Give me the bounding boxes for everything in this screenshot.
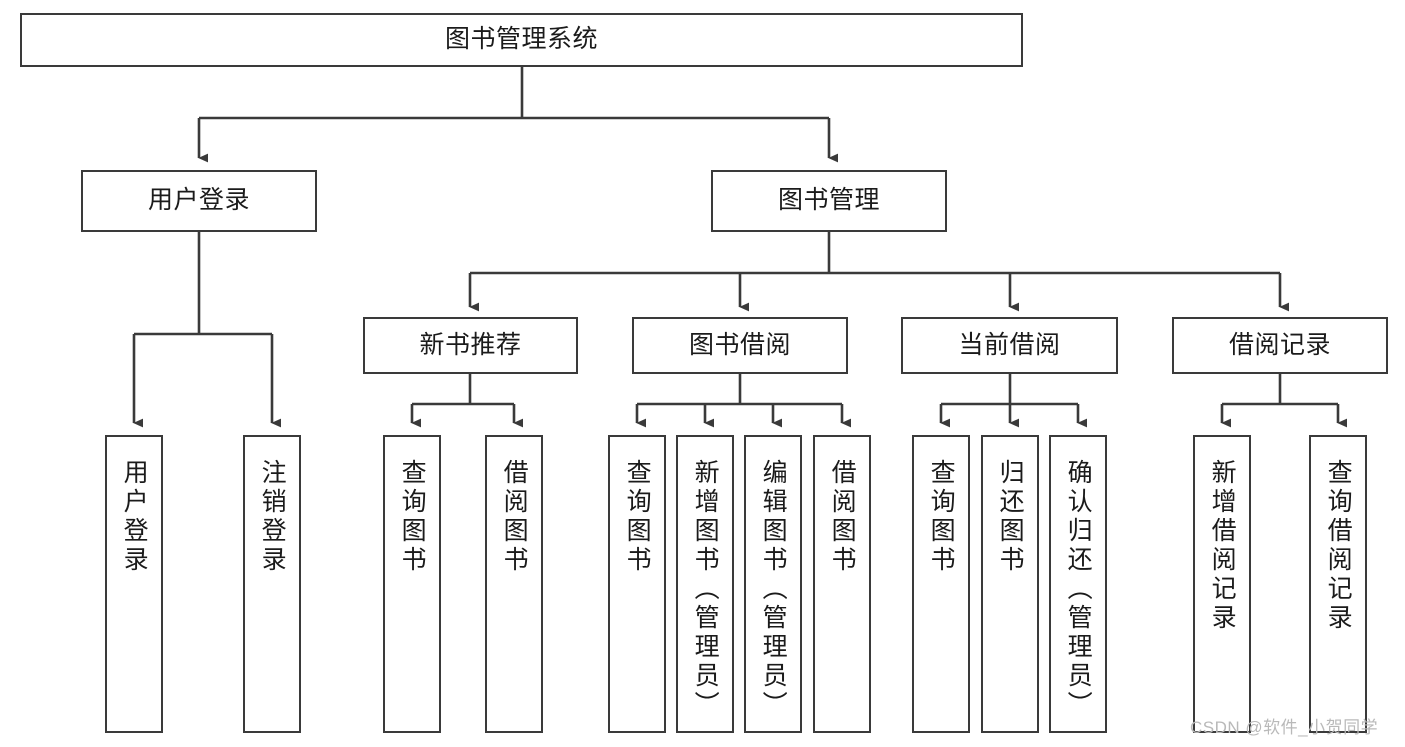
leaf-book-borrow-query-book[interactable]: 查询图书 [608,435,666,733]
node-label: 归还图书 [996,459,1025,575]
leaf-book-borrow-edit-book-admin[interactable]: 编辑图书（管理员） [744,435,802,733]
node-label: 编辑图书（管理员） [759,459,788,720]
node-label: 查询图书 [398,459,427,575]
leaf-new-book-borrow-book[interactable]: 借阅图书 [485,435,543,733]
leaf-current-borrow-confirm-return-admin[interactable]: 确认归还（管理员） [1049,435,1107,733]
leaf-book-borrow-borrow-book[interactable]: 借阅图书 [813,435,871,733]
leaf-user-login-login[interactable]: 用户登录 [105,435,163,733]
node-book-management[interactable]: 图书管理 [711,170,947,232]
node-label: 用户登录 [147,186,250,215]
node-label: 新增借阅记录 [1208,459,1237,633]
node-label: 查询图书 [927,459,956,575]
leaf-borrow-record-add-record[interactable]: 新增借阅记录 [1193,435,1251,733]
node-borrow-record[interactable]: 借阅记录 [1172,317,1388,374]
node-user-login[interactable]: 用户登录 [81,170,317,232]
node-root-book-management-system[interactable]: 图书管理系统 [20,13,1023,67]
node-label: 新书推荐 [419,330,522,359]
node-label: 用户登录 [120,459,149,575]
node-book-borrow[interactable]: 图书借阅 [632,317,848,374]
node-label: 查询借阅记录 [1324,459,1353,633]
node-label: 借阅图书 [500,459,529,575]
node-current-borrow[interactable]: 当前借阅 [901,317,1118,374]
node-label: 图书管理系统 [444,25,598,54]
node-label: 图书管理 [777,186,880,215]
node-label: 新增图书（管理员） [691,459,720,720]
node-label: 当前借阅 [958,330,1061,359]
leaf-current-borrow-return-book[interactable]: 归还图书 [981,435,1039,733]
leaf-borrow-record-query-record[interactable]: 查询借阅记录 [1309,435,1367,733]
leaf-book-borrow-add-book-admin[interactable]: 新增图书（管理员） [676,435,734,733]
watermark: CSDN @软件_小贺同学 [1190,718,1379,737]
leaf-new-book-query-book[interactable]: 查询图书 [383,435,441,733]
node-label: 注销登录 [258,459,287,575]
node-new-book-recommend[interactable]: 新书推荐 [363,317,578,374]
node-label: 查询图书 [623,459,652,575]
node-label: 确认归还（管理员） [1064,459,1093,720]
leaf-user-login-logout[interactable]: 注销登录 [243,435,301,733]
node-label: 借阅记录 [1228,330,1331,359]
node-label: 图书借阅 [688,330,791,359]
leaf-current-borrow-query-book[interactable]: 查询图书 [912,435,970,733]
node-label: 借阅图书 [828,459,857,575]
